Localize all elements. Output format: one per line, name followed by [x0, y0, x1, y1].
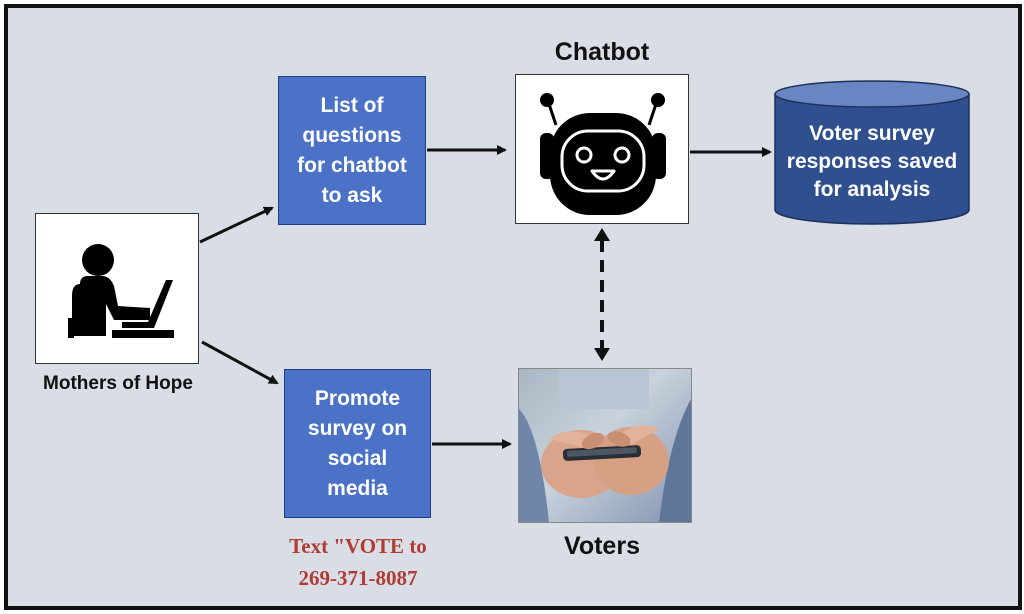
database-line-2: responses saved — [786, 150, 958, 173]
questions-line-4: to ask — [321, 183, 383, 207]
database-line-3: for analysis — [813, 178, 931, 201]
database-label: Voter survey responses saved for analysi… — [775, 120, 969, 204]
mothers-icon-box — [35, 213, 199, 364]
questions-line-3: for chatbot — [297, 153, 407, 177]
person-at-laptop-icon — [68, 244, 174, 338]
chatbot-icon-box — [515, 74, 689, 224]
voters-label: Voters — [564, 532, 640, 560]
promote-line-4: media — [327, 476, 388, 500]
database-line-1: Voter survey — [809, 122, 935, 145]
questions-line-1: List of — [320, 93, 384, 117]
questions-line-2: questions — [302, 123, 402, 147]
text-vote-note-line-1: Text "VOTE to — [289, 534, 427, 558]
voters-photo — [518, 368, 692, 523]
hands-holding-smartphone-photo — [519, 369, 691, 522]
text-vote-note-line-2: 269-371-8087 — [298, 566, 418, 590]
promote-box: Promote survey on social media — [284, 369, 431, 518]
mothers-label: Mothers of Hope — [43, 373, 193, 394]
promote-line-1: Promote — [314, 386, 401, 410]
robot-face-icon — [540, 93, 666, 215]
promote-line-2: survey on — [307, 416, 408, 440]
chatbot-title: Chatbot — [554, 38, 650, 66]
promote-line-3: social — [327, 446, 388, 470]
database-cylinder — [774, 80, 970, 225]
questions-box: List of questions for chatbot to ask — [278, 76, 426, 225]
